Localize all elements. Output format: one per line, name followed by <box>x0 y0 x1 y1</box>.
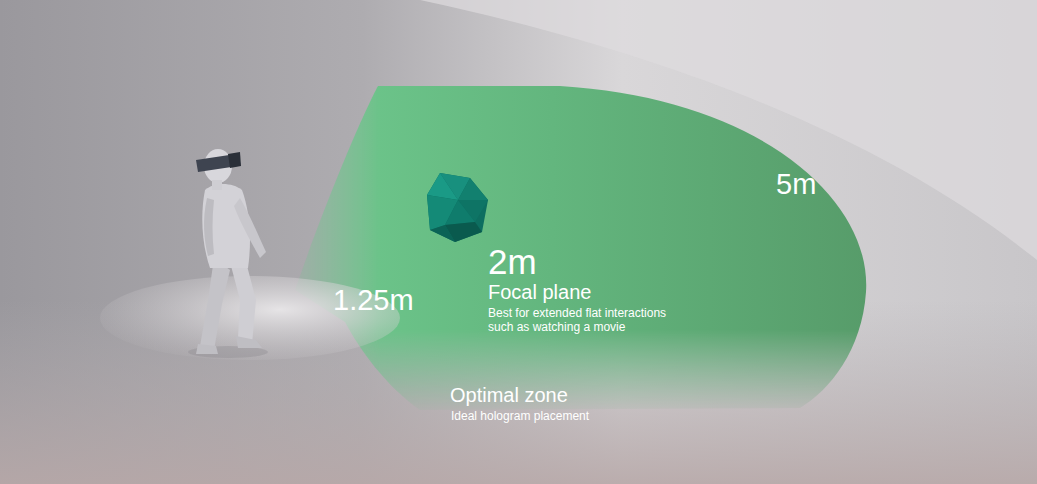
zone-description: Ideal hologram placement <box>451 410 589 424</box>
icosahedron <box>427 173 488 242</box>
zone-heading: Focal plane <box>488 281 591 304</box>
zone-heading: Optimal zone <box>450 384 568 407</box>
distance-label: 5m <box>776 168 816 201</box>
optimal-zone-area <box>295 86 866 410</box>
distance-label: 1.25m <box>333 284 414 317</box>
distance-label: 2m <box>488 242 537 282</box>
person-figure <box>188 149 268 358</box>
zone-description: Best for extended flat interactions such… <box>488 307 693 335</box>
